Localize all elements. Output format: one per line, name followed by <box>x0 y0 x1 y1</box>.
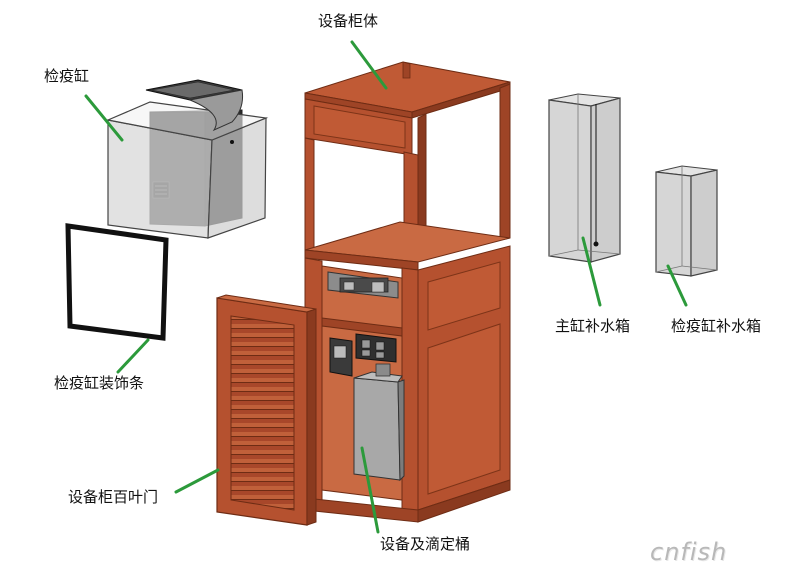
label-equipment-bucket: 设备及滴定桶 <box>380 535 471 553</box>
main-topoff-tank <box>548 93 621 263</box>
label-louver-door: 设备柜百叶门 <box>68 488 159 506</box>
watermark: cnfish <box>650 538 728 566</box>
label-quarantine-tank: 检疫缸 <box>44 67 90 85</box>
quarantine-trim-frame <box>65 223 169 341</box>
leader-lines <box>84 40 688 534</box>
label-quarantine-trim: 检疫缸装饰条 <box>54 374 145 392</box>
leader-main-topoff <box>581 236 602 307</box>
label-main-topoff: 主缸补水箱 <box>555 317 631 335</box>
leader-equipment-bucket <box>360 446 380 534</box>
leader-quarantine-topoff <box>666 264 688 307</box>
cabinet-body <box>304 61 511 271</box>
quarantine-topoff-tank <box>655 165 718 277</box>
leader-louver-door <box>174 468 220 494</box>
label-cabinet-body: 设备柜体 <box>318 12 379 30</box>
leader-quarantine-trim <box>116 338 150 374</box>
quarantine-tank <box>105 79 269 239</box>
cabinet-lower <box>304 245 511 523</box>
louver-door <box>216 294 317 526</box>
leader-quarantine-tank <box>84 94 124 142</box>
leader-cabinet-body <box>350 40 388 90</box>
label-quarantine-topoff: 检疫缸补水箱 <box>671 317 762 335</box>
